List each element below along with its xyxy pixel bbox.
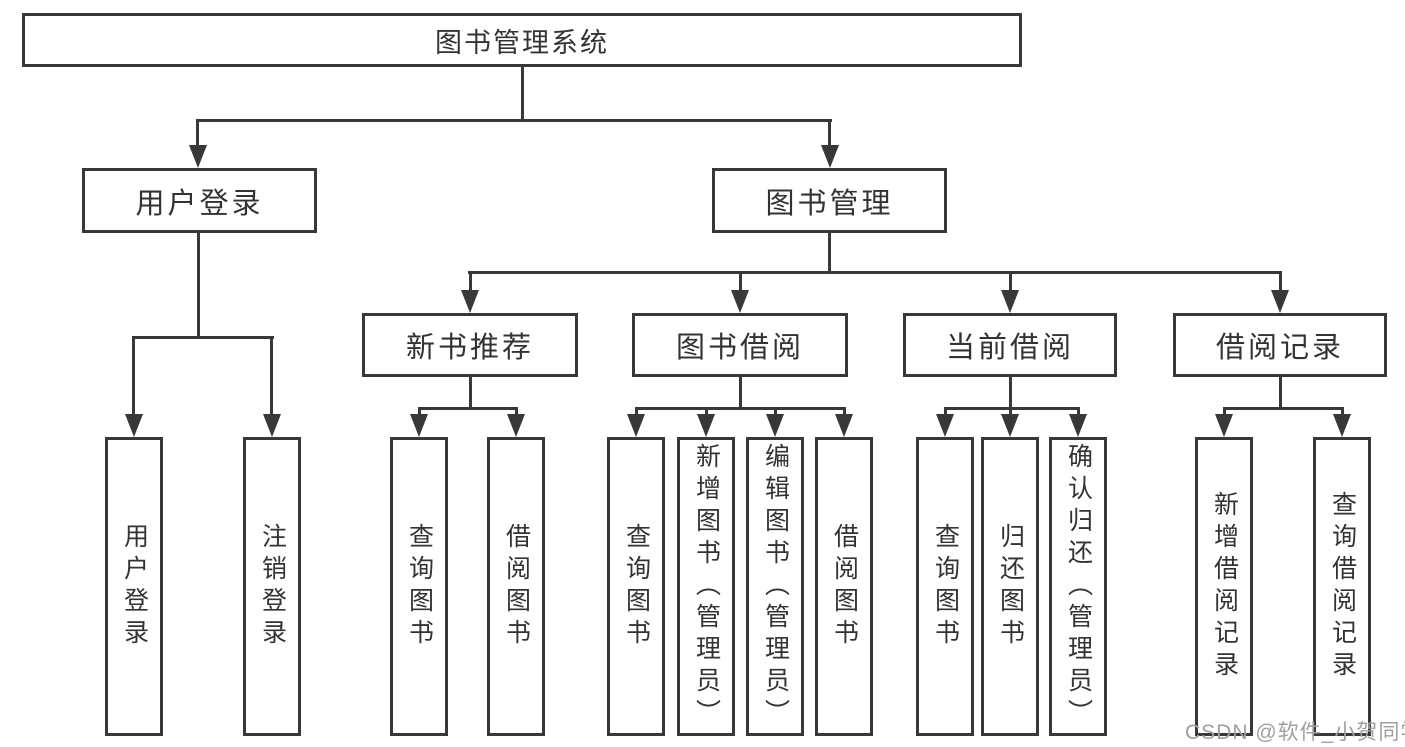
leaf-query-books-current: 查询图书 bbox=[916, 437, 974, 736]
connector-book-borrow-stem bbox=[739, 374, 742, 410]
connector-leaf-shaft bbox=[1077, 407, 1080, 417]
node-current-borrow: 当前借阅 bbox=[903, 313, 1117, 377]
leaf-add-borrow-record: 新增借阅记录 bbox=[1195, 437, 1253, 736]
leaf-label: 新增借阅记录 bbox=[1210, 490, 1239, 683]
leaf-borrow-books-borrow: 借阅图书 bbox=[815, 437, 873, 736]
connector-to-records-shaft bbox=[1279, 271, 1282, 293]
connector-leaf-shaft bbox=[944, 407, 947, 417]
leaf-query-books-newbooks: 查询图书 bbox=[390, 437, 448, 736]
leaf-label: 借阅图书 bbox=[830, 522, 859, 651]
connector-leaf-shaft bbox=[418, 407, 421, 417]
arrowhead-to-leaf-query-books-2 bbox=[627, 414, 645, 437]
leaf-label: 查询图书 bbox=[622, 522, 651, 651]
connector-book-borrow-bus bbox=[635, 407, 846, 410]
connector-level2-bus bbox=[468, 271, 1282, 274]
csdn-watermark-text: CSDN @软件_小贺同学 bbox=[1185, 721, 1405, 744]
node-book-mgmt: 图书管理 bbox=[712, 168, 947, 233]
leaf-label: 归还图书 bbox=[996, 522, 1025, 651]
connector-to-leaf-logout-shaft bbox=[270, 336, 273, 416]
leaf-edit-books-admin: 编辑图书（管理员） bbox=[746, 437, 804, 736]
leaf-user-login: 用户登录 bbox=[105, 437, 163, 736]
arrowhead-to-leaf-borrow-books-1 bbox=[507, 414, 525, 437]
connector-new-books-bus bbox=[418, 407, 518, 410]
leaf-borrow-books-newbooks: 借阅图书 bbox=[487, 437, 545, 736]
connector-current-borrow-stem bbox=[1009, 374, 1012, 410]
leaf-label: 编辑图书（管理员） bbox=[761, 442, 790, 731]
leaf-label: 查询借阅记录 bbox=[1328, 490, 1357, 683]
leaf-label: 确认归还（管理员） bbox=[1064, 442, 1093, 731]
leaf-return-books: 归还图书 bbox=[981, 437, 1039, 736]
leaf-logout: 注销登录 bbox=[243, 437, 301, 736]
connector-leaf-shaft bbox=[1341, 407, 1344, 417]
connector-root-stem bbox=[521, 65, 524, 122]
connector-to-leaf-login-shaft bbox=[132, 336, 135, 416]
connector-new-books-stem bbox=[469, 374, 472, 410]
connector-to-book-mgmt-shaft bbox=[828, 119, 831, 147]
node-book-mgmt-label: 图书管理 bbox=[765, 187, 894, 220]
arrowhead-to-leaf-query-books-1 bbox=[410, 414, 428, 437]
connector-leaf-shaft bbox=[1223, 407, 1226, 417]
arrowhead-to-book-mgmt bbox=[821, 145, 839, 168]
connector-leaf-shaft bbox=[774, 407, 777, 417]
arrowhead-to-leaf-login bbox=[125, 414, 143, 437]
connector-to-current-shaft bbox=[1009, 271, 1012, 293]
node-current-borrow-label: 当前借阅 bbox=[945, 332, 1074, 364]
arrowhead-to-leaf-logout bbox=[263, 414, 281, 437]
arrowhead-to-leaf-return-books bbox=[1001, 414, 1019, 437]
leaf-label: 查询图书 bbox=[405, 522, 434, 651]
leaf-label: 新增图书（管理员） bbox=[692, 442, 721, 731]
node-user-login-label: 用户登录 bbox=[135, 187, 264, 220]
connector-leaf-shaft bbox=[843, 407, 846, 417]
connector-user-login-bus bbox=[132, 336, 274, 339]
arrowhead-to-leaf-query-books-3 bbox=[936, 414, 954, 437]
node-book-borrow: 图书借阅 bbox=[632, 313, 848, 377]
connector-to-borrow-shaft bbox=[739, 271, 742, 293]
arrowhead-to-leaf-edit-books bbox=[766, 414, 784, 437]
leaf-add-books-admin: 新增图书（管理员） bbox=[677, 437, 735, 736]
arrowhead-to-new-books bbox=[461, 290, 479, 313]
connector-user-login-stem bbox=[197, 230, 200, 338]
node-new-books: 新书推荐 bbox=[362, 313, 578, 377]
leaf-confirm-return-admin: 确认归还（管理员） bbox=[1049, 437, 1107, 736]
node-root-system: 图书管理系统 bbox=[22, 13, 1022, 67]
connector-current-borrow-bus bbox=[944, 407, 1080, 410]
connector-to-user-login-shaft bbox=[196, 119, 199, 147]
leaf-query-borrow-record: 查询借阅记录 bbox=[1313, 437, 1371, 736]
connector-leaf-shaft bbox=[1009, 407, 1012, 417]
connector-to-new-books-shaft bbox=[469, 271, 472, 293]
arrowhead-to-leaf-query-record bbox=[1333, 414, 1351, 437]
leaf-label: 查询图书 bbox=[931, 522, 960, 651]
node-borrow-records: 借阅记录 bbox=[1173, 313, 1387, 377]
arrowhead-to-user-login bbox=[189, 145, 207, 168]
node-root-label: 图书管理系统 bbox=[435, 27, 609, 58]
arrowhead-to-records bbox=[1271, 290, 1289, 313]
leaf-logout-label: 注销登录 bbox=[258, 522, 287, 651]
connector-book-mgmt-stem bbox=[828, 230, 831, 274]
node-book-borrow-label: 图书借阅 bbox=[675, 332, 804, 364]
connector-leaf-shaft bbox=[635, 407, 638, 417]
arrowhead-to-current bbox=[1001, 290, 1019, 313]
node-borrow-records-label: 借阅记录 bbox=[1215, 332, 1344, 364]
connector-leaf-shaft bbox=[515, 407, 518, 417]
leaf-query-books-borrow: 查询图书 bbox=[607, 437, 665, 736]
connector-leaf-shaft bbox=[705, 407, 708, 417]
arrowhead-to-leaf-add-books bbox=[697, 414, 715, 437]
csdn-watermark: CSDN @软件_小贺同学 bbox=[1185, 716, 1405, 746]
connector-level1-bus bbox=[196, 119, 832, 122]
arrowhead-to-leaf-confirm-return bbox=[1069, 414, 1087, 437]
node-new-books-label: 新书推荐 bbox=[405, 332, 534, 364]
node-user-login: 用户登录 bbox=[82, 168, 317, 233]
connector-borrow-records-stem bbox=[1279, 374, 1282, 410]
arrowhead-to-borrow bbox=[731, 290, 749, 313]
connector-borrow-records-bus bbox=[1223, 407, 1344, 410]
leaf-user-login-label: 用户登录 bbox=[120, 522, 149, 651]
arrowhead-to-leaf-add-record bbox=[1215, 414, 1233, 437]
arrowhead-to-leaf-borrow-books-2 bbox=[835, 414, 853, 437]
leaf-label: 借阅图书 bbox=[502, 522, 531, 651]
